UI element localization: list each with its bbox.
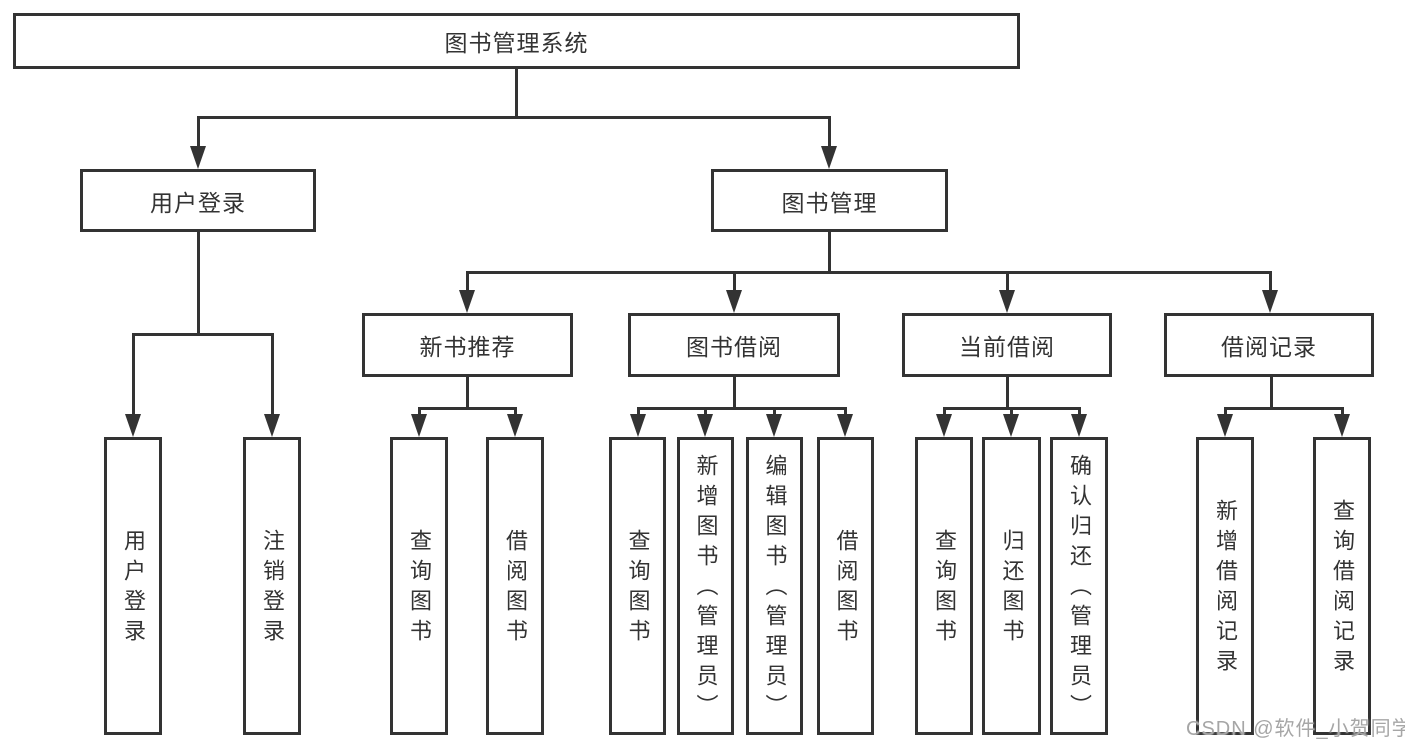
leaf-query-books-current: 查询图书 [915,437,973,735]
connector-leaf-drop [1341,407,1344,419]
connector-leaf-stem [1006,377,1009,410]
arrow-down-icon [726,290,742,313]
connector-leaf-drop [1010,407,1013,419]
connector-level3-rail [466,271,1272,274]
node-root: 图书管理系统 [13,13,1020,69]
connector-book-mgmt-drop [828,116,831,150]
connector-user-login-drop [197,116,200,150]
leaf-borrow-books-borrowing: 借阅图书 [817,437,874,735]
arrow-down-icon [821,146,837,169]
arrow-down-icon [411,414,427,437]
connector-leaf-rail [1224,407,1343,410]
leaf-add-borrow-record: 新增借阅记录 [1196,437,1254,735]
arrow-down-icon [697,414,713,437]
arrow-down-icon [125,414,141,437]
connector-leaf-drop [1224,407,1227,419]
connector-level3-drop [1269,271,1272,295]
leaf-confirm-return-admin: 确认归还（管理员） [1050,437,1108,735]
leaf-query-books-recommend: 查询图书 [390,437,448,735]
connector-leaf-drop [844,407,847,419]
arrow-down-icon [459,290,475,313]
arrow-down-icon [999,290,1015,313]
connector-root-stem [515,69,518,117]
leaf-add-books-admin: 新增图书（管理员） [677,437,734,735]
arrow-down-icon [507,414,523,437]
connector-leaf-drop [637,407,640,419]
leaf-query-books-borrowing: 查询图书 [609,437,666,735]
arrow-down-icon [1071,414,1087,437]
watermark: CSDN @软件_小贺同学 [1186,718,1405,740]
leaf-return-books: 归还图书 [982,437,1041,735]
connector-level1-rail [197,116,831,119]
connector-level3-drop [733,271,736,295]
connector-level3-drop [1006,271,1009,295]
connector-leaf-drop [704,407,707,419]
connector-user-login-stem [197,232,200,336]
node-borrowing-records: 借阅记录 [1164,313,1374,377]
arrow-down-icon [1334,414,1350,437]
connector-leaf-drop [132,333,135,418]
connector-leaf-stem [733,377,736,410]
arrow-down-icon [264,414,280,437]
node-book-management: 图书管理 [711,169,948,232]
leaf-borrow-books-recommend: 借阅图书 [486,437,544,735]
arrow-down-icon [1217,414,1233,437]
node-new-book-recommendation: 新书推荐 [362,313,573,377]
arrow-down-icon [630,414,646,437]
connector-leaf-stem [466,377,469,410]
connector-leaf-stem [1270,377,1273,410]
leaf-query-borrow-record: 查询借阅记录 [1313,437,1371,735]
arrow-down-icon [190,146,206,169]
node-user-login: 用户登录 [80,169,316,232]
arrow-down-icon [1003,414,1019,437]
arrow-down-icon [766,414,782,437]
connector-leaf-drop [514,407,517,419]
connector-level3-drop [466,271,469,295]
leaf-edit-books-admin: 编辑图书（管理员） [746,437,803,735]
connector-leaf-rail [637,407,846,410]
leaf-logout: 注销登录 [243,437,301,735]
arrow-down-icon [936,414,952,437]
connector-leaf-drop [943,407,946,419]
node-book-borrowing: 图书借阅 [628,313,840,377]
connector-leaf-rail [418,407,517,410]
connector-book-mgmt-stem [828,232,831,274]
connector-leaf-drop [1078,407,1081,419]
arrow-down-icon [837,414,853,437]
leaf-user-login: 用户登录 [104,437,162,735]
connector-leaf-drop [271,333,274,418]
arrow-down-icon [1262,290,1278,313]
connector-user-login-rail [132,333,274,336]
connector-leaf-drop [418,407,421,419]
connector-leaf-drop [773,407,776,419]
node-current-borrowing: 当前借阅 [902,313,1112,377]
